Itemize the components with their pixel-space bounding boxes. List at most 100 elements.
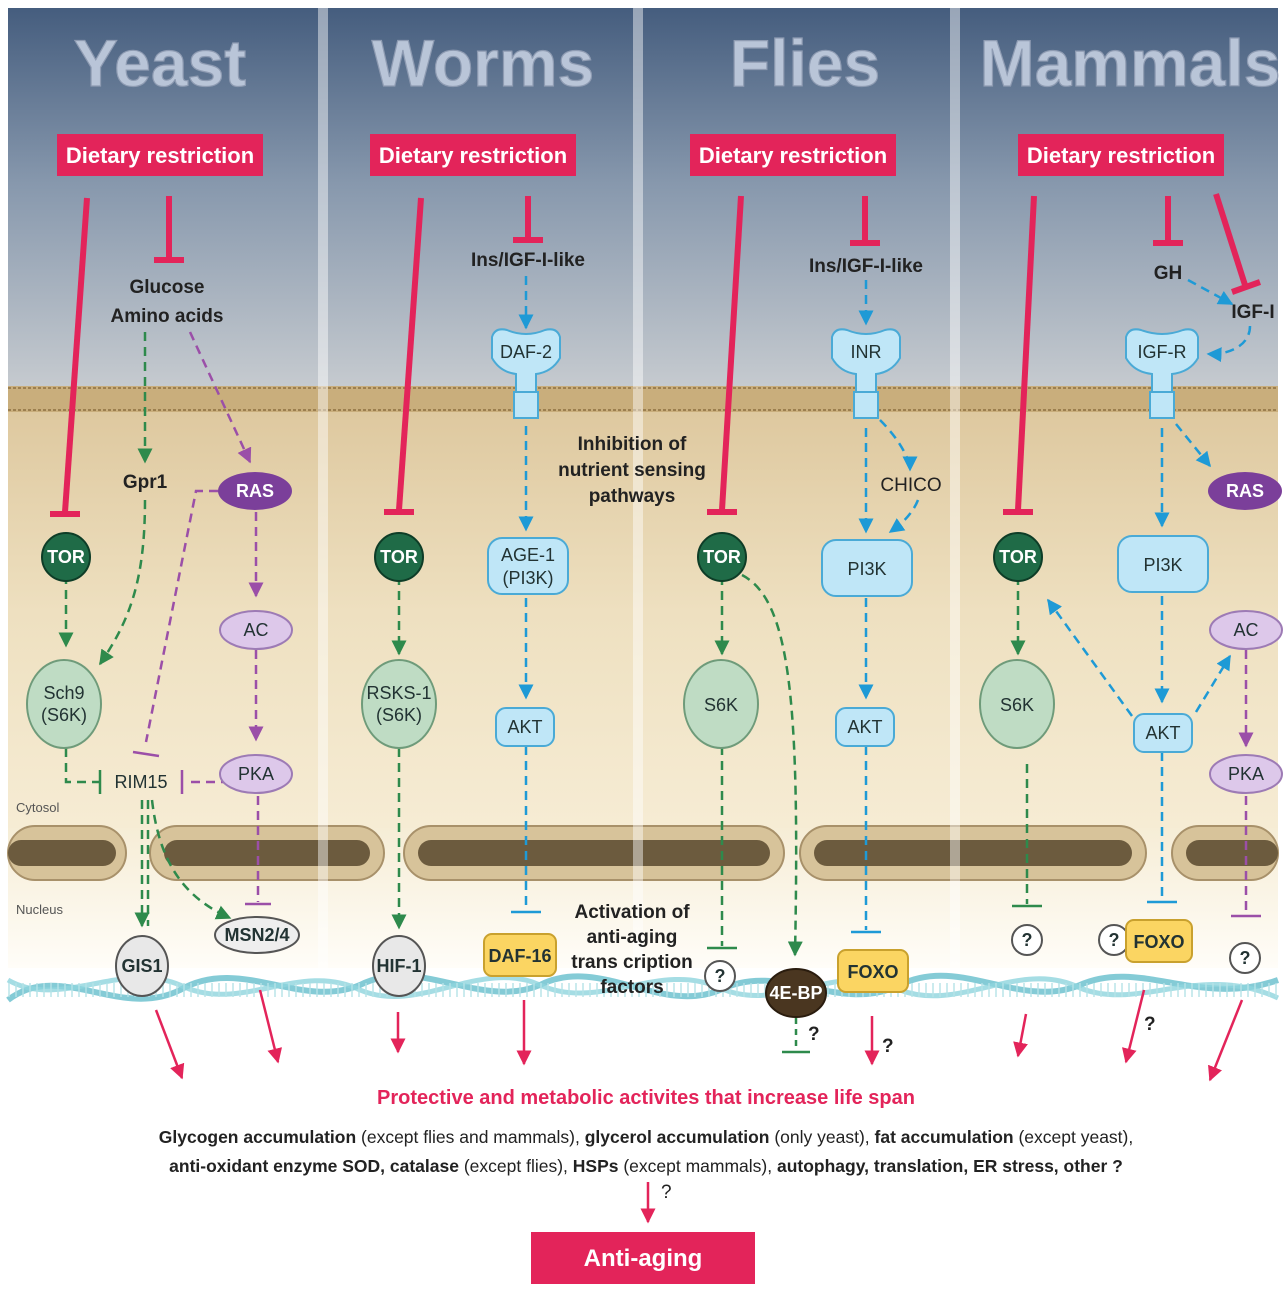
svg-text:?: ? xyxy=(1109,930,1120,950)
dietary-restriction-box-mammals: Dietary restriction xyxy=(1018,134,1224,176)
worms-hif1-node: HIF-1 xyxy=(373,936,425,996)
svg-text:GIS1: GIS1 xyxy=(121,956,162,976)
dietary-restriction-box-worms: Dietary restriction xyxy=(370,134,576,176)
flies-s6k-node: S6K xyxy=(684,660,758,748)
svg-text:FOXO: FOXO xyxy=(847,962,898,982)
mammals-foxo-node: FOXO xyxy=(1126,920,1192,962)
cytosol-label: Cytosol xyxy=(16,800,59,815)
yeast-gpr1-label: Gpr1 xyxy=(123,472,168,493)
svg-text:(S6K): (S6K) xyxy=(376,705,422,725)
svg-text:AKT: AKT xyxy=(1145,723,1180,743)
column-title-yeast: Yeast xyxy=(74,26,246,100)
mammals-gh-label: GH xyxy=(1154,263,1183,284)
inhibition-label-line3: pathways xyxy=(589,486,676,507)
dietary-restriction-box-flies: Dietary restriction xyxy=(690,134,896,176)
question-mark-anti-aging: ? xyxy=(661,1182,672,1203)
yeast-rim15-label: RIM15 xyxy=(114,772,167,792)
yeast-ac-node: AC xyxy=(220,611,292,649)
column-title-mammals: Mammals xyxy=(980,26,1281,100)
svg-text:Dietary restriction: Dietary restriction xyxy=(699,143,887,168)
svg-text:RAS: RAS xyxy=(236,481,274,501)
mammals-pi3k-node: PI3K xyxy=(1118,536,1208,592)
yeast-gis1-node: GIS1 xyxy=(116,936,168,996)
svg-text:AC: AC xyxy=(1233,620,1258,640)
flies-foxo-node: FOXO xyxy=(838,950,908,992)
svg-text:(PI3K): (PI3K) xyxy=(502,568,553,588)
yeast-tor-node: TOR xyxy=(42,533,90,581)
svg-text:AKT: AKT xyxy=(507,717,542,737)
yeast-glucose-label: Glucose xyxy=(130,277,205,298)
yeast-sch9-node: Sch9 (S6K) xyxy=(27,660,101,748)
flies-unknown-factor-node: ? xyxy=(705,961,735,991)
svg-text:(S6K): (S6K) xyxy=(41,705,87,725)
protective-activities-label: Protective and metabolic activites that … xyxy=(377,1087,915,1109)
svg-text:AC: AC xyxy=(243,620,268,640)
svg-text:INR: INR xyxy=(851,342,882,362)
svg-text:Sch9: Sch9 xyxy=(43,683,84,703)
yeast-msn-node: MSN2/4 xyxy=(215,917,299,953)
mammals-ras-node: RAS xyxy=(1208,472,1282,510)
mammals-unknown-factor-pka: ? xyxy=(1230,943,1260,973)
flies-chico-label: CHICO xyxy=(880,475,941,496)
question-mark-4ebp: ? xyxy=(808,1024,820,1045)
worms-tor-node: TOR xyxy=(375,533,423,581)
nucleus-label: Nucleus xyxy=(16,902,63,917)
svg-text:Dietary restriction: Dietary restriction xyxy=(379,143,567,168)
svg-text:TOR: TOR xyxy=(380,547,418,567)
worms-akt-node: AKT xyxy=(496,708,554,746)
inhibition-label-line1: Inhibition of xyxy=(578,434,687,455)
flies-tor-node: TOR xyxy=(698,533,746,581)
mammals-tor-node: TOR xyxy=(994,533,1042,581)
activation-label-line3: trans cription xyxy=(571,952,692,973)
svg-text:TOR: TOR xyxy=(703,547,741,567)
svg-text:S6K: S6K xyxy=(1000,695,1034,715)
svg-text:MSN2/4: MSN2/4 xyxy=(224,925,289,945)
svg-text:TOR: TOR xyxy=(999,547,1037,567)
svg-text:PKA: PKA xyxy=(238,764,274,784)
inhibition-label-line2: nutrient sensing xyxy=(558,460,706,481)
svg-text:?: ? xyxy=(715,966,726,986)
svg-text:AGE-1: AGE-1 xyxy=(501,545,555,565)
mammals-akt-node: AKT xyxy=(1134,714,1192,752)
worms-age1-node: AGE-1 (PI3K) xyxy=(488,538,568,594)
yeast-ras-node: RAS xyxy=(218,472,292,510)
activation-label-line2: anti-aging xyxy=(587,927,678,948)
svg-text:PI3K: PI3K xyxy=(1143,555,1182,575)
svg-text:DAF-2: DAF-2 xyxy=(500,342,552,362)
flies-ins-label: Ins/IGF-I-like xyxy=(809,256,923,277)
mammals-pka-node: PKA xyxy=(1210,755,1282,793)
svg-text:DAF-16: DAF-16 xyxy=(488,946,551,966)
worms-ins-label: Ins/IGF-I-like xyxy=(471,250,585,271)
mammals-ac-node: AC xyxy=(1210,611,1282,649)
mammals-unknown-factor-s6k: ? xyxy=(1012,925,1042,955)
yeast-pka-node: PKA xyxy=(220,755,292,793)
mammals-unknown-factor-akt: ? xyxy=(1099,925,1129,955)
column-title-flies: Flies xyxy=(730,26,880,100)
flies-4ebp-node: 4E-BP xyxy=(766,969,826,1017)
dietary-restriction-box-yeast: Dietary restriction xyxy=(57,134,263,176)
svg-text:AKT: AKT xyxy=(847,717,882,737)
flies-akt-node: AKT xyxy=(836,708,894,746)
svg-text:?: ? xyxy=(1022,930,1033,950)
svg-text:RAS: RAS xyxy=(1226,481,1264,501)
bottom-text-line1: Glycogen accumulation (except flies and … xyxy=(159,1127,1133,1147)
svg-text:TOR: TOR xyxy=(47,547,85,567)
bottom-text-line2: anti-oxidant enzyme SOD, catalase (excep… xyxy=(169,1156,1123,1176)
svg-text:Anti-aging: Anti-aging xyxy=(584,1245,703,1272)
mammals-s6k-node: S6K xyxy=(980,660,1054,748)
column-title-worms: Worms xyxy=(372,26,595,100)
svg-text:FOXO: FOXO xyxy=(1133,932,1184,952)
flies-pi3k-node: PI3K xyxy=(822,540,912,596)
svg-text:4E-BP: 4E-BP xyxy=(769,983,822,1003)
worms-daf16-node: DAF-16 xyxy=(484,934,556,976)
svg-text:S6K: S6K xyxy=(704,695,738,715)
svg-text:?: ? xyxy=(1240,948,1251,968)
activation-label-line1: Activation of xyxy=(574,902,690,923)
svg-text:Dietary restriction: Dietary restriction xyxy=(1027,143,1215,168)
svg-text:IGF-R: IGF-R xyxy=(1138,342,1187,362)
svg-text:HIF-1: HIF-1 xyxy=(377,956,422,976)
svg-text:Dietary restriction: Dietary restriction xyxy=(66,143,254,168)
svg-text:PKA: PKA xyxy=(1228,764,1264,784)
worms-rsks1-node: RSKS-1 (S6K) xyxy=(362,660,436,748)
